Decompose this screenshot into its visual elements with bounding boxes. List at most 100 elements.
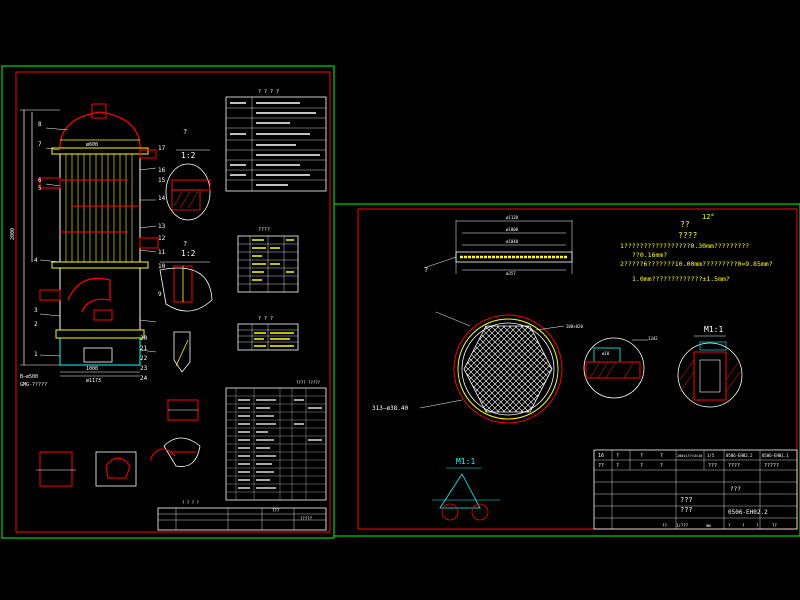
vessel-part-numbers-right: 17 16 15 14 13 12 11 10 9 20 21 22 23 24 [140,145,166,382]
svg-text:? ? ?: ? ? ? [258,316,273,322]
svg-text:?: ? [756,523,759,528]
detail-view-weld-c [173,331,191,373]
part-number: 16 [158,167,166,174]
dimension-label: B—ø500 [20,374,38,380]
leader-label: 200×820 [566,324,583,329]
part-number: 3 [34,307,38,314]
svg-text:?: ? [424,266,428,274]
parts-list-table: ???? ????? [225,380,327,501]
dimension-label: 2000 [10,228,16,240]
part-number: 17 [158,145,166,152]
svg-text:???? ?????: ???? ????? [296,380,321,385]
dimension-label: 1000 [86,366,98,372]
part-number: 13 [158,223,166,230]
part-number: 4 [34,257,38,264]
sheet1-inner-frame [15,71,331,533]
svg-text:???: ??? [272,508,280,513]
part-number: 11 [158,249,166,256]
part-number: 5 [38,185,42,192]
dimension-label: ø600 [86,142,98,148]
svg-text:????: ???? [258,227,270,233]
svg-text:0506-EH02.2: 0506-EH02.2 [726,453,753,458]
part-number: 14 [158,195,166,202]
tube-bundle-elevation: ø1120 ø1000 ø1040 ø357 ? [423,215,573,276]
svg-text:1?????????????????0.30mm??????: 1?????????????????0.30mm????????? [620,242,749,250]
svg-text:1.0mm?????????????±1.5mm?: 1.0mm?????????????±1.5mm? [632,275,730,283]
svg-text:ø18: ø18 [602,351,610,356]
dimension-label: ø1040 [506,239,519,244]
part-number: 7 [38,141,42,148]
detail-view-support-d [163,399,201,467]
dimension-label: ø1120 [506,215,519,220]
part-number: 22 [140,355,148,362]
svg-text:?: ? [640,463,643,469]
svg-text:????: ???? [728,463,740,469]
svg-text:?: ? [728,523,731,528]
sheet2-outer-frame [333,203,800,537]
svg-text:1/5: 1/5 [707,453,715,458]
part-number: 15 [158,177,166,184]
leader-label: 313—ø38.40 [372,405,409,412]
svg-text:1/???: 1/??? [676,523,689,528]
part-number: 24 [140,375,148,382]
detail-view-nozzle-b: ? 1:2 [159,240,213,312]
svg-text:???: ??? [680,506,693,514]
svg-text:???: ??? [730,486,741,493]
vessel-part-numbers-left: 8 7 6 5 4 3 2 1 [34,121,42,358]
sheet2-inner-frame [357,208,798,530]
part-number: 23 [140,365,148,372]
detail-circle-b: M1:1 [677,325,743,408]
svg-text:?: ? [183,128,187,136]
nozzle-table: ???? [237,227,299,293]
svg-text:?: ? [660,463,663,469]
part-number: 10 [158,263,166,270]
part-number: 1 [34,351,38,358]
svg-text:1342: 1342 [648,336,658,341]
part-number: 20 [140,335,148,342]
svg-text:?: ? [640,453,643,459]
svg-text:?????: ????? [764,463,779,469]
svg-text:12°: 12° [702,213,715,221]
svg-text:?: ? [660,453,663,459]
nozzle-table-2: ? ? ? [237,316,299,351]
svg-text:? ? ? ?: ? ? ? ? [258,89,279,95]
svg-text:1:2: 1:2 [181,151,196,160]
svg-text:mm: mm [706,523,711,528]
svg-text:?????: ????? [300,516,313,521]
detail-view-bottom-left [36,448,176,487]
part-number: 9 [158,291,162,298]
vessel-elevation-view [20,103,159,377]
svg-text:??: ?? [680,220,690,229]
dimension-label: ø1173 [86,378,101,384]
svg-text:M1:1: M1:1 [704,325,723,334]
technical-table-top: ? ? ? ? [225,89,327,192]
sheet2-title-block: 16 ? ? ? 200×1??×3×10 1/5 0506-EH02.2 05… [593,449,798,530]
svg-text:??0.16mm?: ??0.16mm? [632,251,667,259]
vessel-dimensions: ø600 2000 1000 ø1173 B—ø500 GMG-????? [10,142,101,388]
svg-text:0506-EH02.2: 0506-EH02.2 [728,509,768,516]
svg-text:?: ? [183,240,187,248]
svg-text:0506-EH01.1: 0506-EH01.1 [762,453,789,458]
svg-text:??: ?? [772,523,777,528]
dimension-label: ø1000 [506,227,519,232]
svg-text:16: 16 [598,453,604,459]
dimension-label: GMG-????? [20,382,47,388]
svg-text:??: ?? [598,463,604,469]
part-number: 21 [140,345,148,352]
svg-text:??: ?? [662,523,667,528]
svg-text:?: ? [616,463,619,469]
svg-text:M1:1: M1:1 [456,457,475,466]
svg-text:???: ??? [708,463,717,469]
tubesheet-plan-view: 313—ø38.40 200×820 [372,311,583,424]
part-number: 2 [34,321,38,328]
svg-text:???: ??? [680,496,693,504]
svg-text:????: ???? [678,231,697,240]
svg-text:200×1??×3×10: 200×1??×3×10 [677,454,702,458]
dimension-label: ø357 [506,271,516,276]
part-number: 6 [38,177,42,184]
sheet1-title-block: ? ? ? ? ??? ????? [157,500,327,531]
svg-text:1:2: 1:2 [181,249,196,258]
technical-notes: ?? 12° ???? 1?????????????????0.30mm????… [620,213,773,283]
part-number: 12 [158,235,166,242]
